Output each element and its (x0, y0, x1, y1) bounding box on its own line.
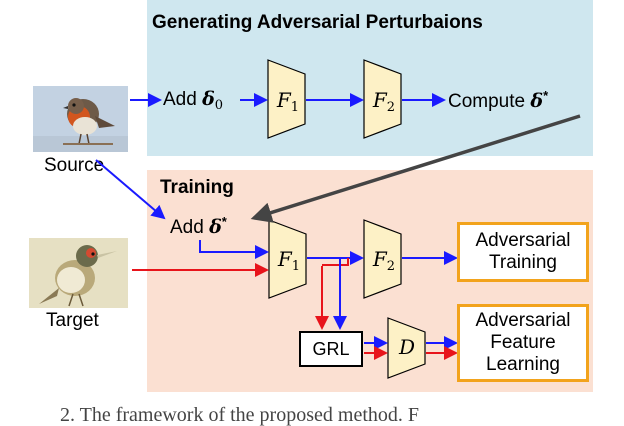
add-delta-star-text: Add (170, 217, 204, 238)
f1-bottom-module (268, 219, 307, 299)
f2-bottom-letter: F (372, 247, 387, 271)
f2-bottom-module (363, 219, 402, 299)
f2-top-letter: F (372, 88, 387, 112)
grl-box: GRL (299, 331, 363, 367)
f1-bottom-letter: F (277, 247, 292, 271)
f2-top-label: F2 (366, 88, 402, 115)
adversarial-feature-line3: Learning (486, 354, 560, 375)
f2-bottom-label: F2 (366, 247, 402, 274)
delta0-symbol: δ (202, 88, 215, 110)
target-image (29, 238, 128, 308)
f1-bottom-subscript: 1 (291, 259, 301, 274)
source-image (33, 86, 128, 152)
source-label: Source (44, 155, 105, 176)
compute-to-add-delta-star-arrow (250, 114, 581, 223)
discriminator-label: D (398, 335, 416, 359)
f1-branch-to-f2-red (322, 258, 349, 266)
adversarial-training-line2: Training (489, 252, 557, 273)
adversarial-training-box: Adversarial Training (457, 222, 589, 282)
f1-top-letter: F (276, 88, 291, 112)
adversarial-feature-learning-box: Adversarial Feature Learning (457, 304, 589, 382)
f1-top-subscript: 1 (290, 100, 300, 115)
delta-star-training-superscript: * (221, 214, 227, 229)
f2-bottom-subscript: 2 (386, 259, 396, 274)
f1-top-label: F1 (270, 88, 306, 115)
f1-to-grl-blue-arrow (312, 257, 347, 330)
add-delta-star-node: Add δ* (170, 214, 227, 239)
source-robin-picture (33, 86, 128, 152)
figure-caption: 2. The framework of the proposed method.… (0, 404, 624, 426)
f1-bottom-label: F1 (271, 247, 307, 274)
adversarial-feature-line1: Adversarial (475, 310, 571, 331)
add-delta0-node: Add δ0 (163, 88, 223, 113)
target-bird-picture (29, 238, 128, 308)
delta-star-symbol: δ (530, 90, 544, 112)
add-delta-star-to-f1-arrow (199, 240, 269, 259)
delta-star-training-symbol: δ (209, 216, 222, 238)
compute-delta-star-node: Compute δ* (448, 88, 548, 113)
delta-star-superscript: * (543, 88, 549, 103)
f2-top-module (363, 59, 402, 139)
source-to-training-arrow (95, 159, 166, 220)
compute-text: Compute (448, 91, 526, 112)
generation-panel-title: Generating Adversarial Perturbaions (152, 12, 483, 33)
f2-top-subscript: 2 (386, 100, 396, 115)
figure-caption-text: 2. The framework of the proposed method.… (60, 404, 419, 426)
add-delta0-text: Add (163, 89, 197, 110)
target-label: Target (46, 310, 99, 331)
f1-top-module (267, 59, 306, 139)
delta0-subscript: 0 (214, 98, 224, 113)
adversarial-training-line1: Adversarial (475, 230, 571, 251)
adversarial-feature-line2: Feature (490, 332, 556, 353)
training-panel-title: Training (160, 177, 234, 198)
d-module (387, 317, 426, 379)
